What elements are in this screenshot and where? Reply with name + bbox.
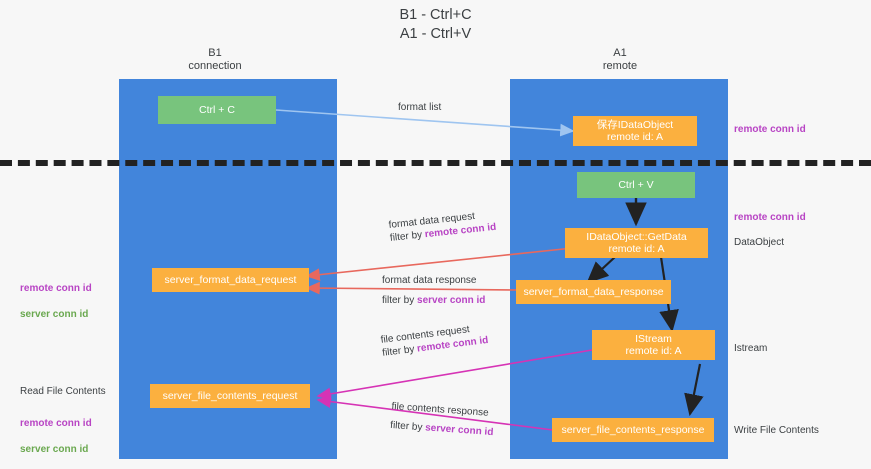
edge-label-format-list: format list — [398, 101, 441, 114]
node-ctrl-v[interactable]: Ctrl + V — [577, 172, 695, 198]
edge-label-format-data-response: format data response filter by server co… — [382, 274, 485, 307]
annotation-remote-conn-id-mid: remote conn id — [734, 212, 806, 223]
node-server-file-contents-response[interactable]: server_file_contents_response — [552, 418, 714, 442]
node-server-format-data-response[interactable]: server_format_data_response — [516, 280, 671, 304]
node-idataobject-getdata[interactable]: IDataObject::GetData remote id: A — [565, 228, 708, 258]
highlight-server-conn-id: server conn id — [424, 422, 494, 439]
annotation-write-file-contents: Write File Contents — [734, 425, 819, 436]
node-ctrl-c[interactable]: Ctrl + C — [158, 96, 276, 124]
node-server-format-data-request[interactable]: server_format_data_request — [152, 268, 309, 292]
annotation-remote-conn-id-top: remote conn id — [734, 124, 806, 135]
annotation-remote-conn-id: remote conn id — [20, 283, 92, 294]
annotation-remote-conn-id: remote conn id — [20, 418, 92, 429]
column-heading-b1: B1 connection — [188, 47, 242, 72]
highlight-server-conn-id: server conn id — [417, 295, 486, 306]
annotation-server-conn-id: server conn id — [20, 444, 89, 455]
edge-label-file-contents-request: file contents request filter by remote c… — [380, 321, 489, 360]
node-server-file-contents-request[interactable]: server_file_contents_request — [150, 384, 310, 408]
filter-by-text: filter by — [389, 229, 426, 244]
edge-label-file-contents-response-line1: file contents response — [391, 400, 489, 419]
filter-by-text: filter by — [389, 419, 426, 434]
node-istream[interactable]: IStream remote id: A — [592, 330, 715, 360]
node-save-idataobject[interactable]: 保存IDataObject remote id: A — [573, 116, 697, 146]
phase-separator — [0, 160, 871, 166]
annotation-server-conn-id: server conn id — [20, 309, 89, 320]
edge-label-format-list-line1: format list — [398, 102, 442, 113]
annotation-conn-ids-middle: remote conn id server conn id — [20, 269, 92, 334]
edge-label-format-data-request: format data request filter by remote con… — [388, 208, 497, 245]
filter-by-text: filter by — [382, 295, 418, 306]
annotation-read-file-contents: Read File Contents — [20, 386, 106, 397]
edge-label-file-contents-response: file contents response filter by server … — [390, 400, 495, 439]
annotation-dataobject: DataObject — [734, 237, 785, 248]
annotation-istream: Istream — [734, 343, 768, 354]
annotation-conn-ids-bottom: remote conn id server conn id — [20, 404, 92, 469]
page-title: B1 - Ctrl+C A1 - Ctrl+V — [399, 7, 472, 42]
column-heading-a1: A1 remote — [602, 47, 638, 72]
edge-label-format-data-response-line1: format data response — [382, 275, 477, 286]
filter-by-text: filter by — [381, 343, 418, 359]
edge-label-format-data-response-line2: filter by server conn id — [382, 294, 485, 307]
edge-label-file-contents-response-line2: filter by server conn id — [390, 419, 494, 439]
